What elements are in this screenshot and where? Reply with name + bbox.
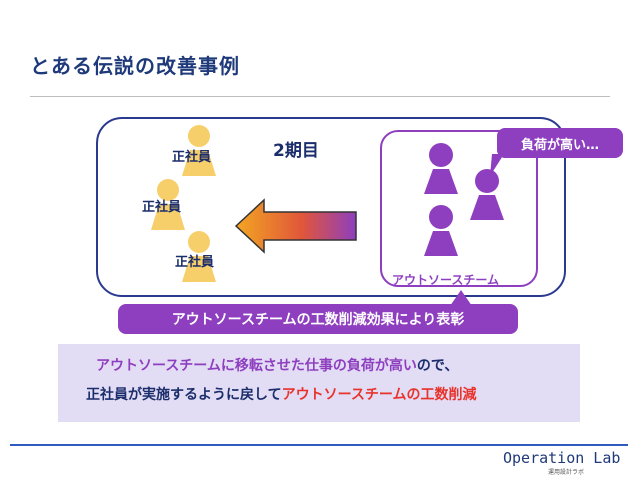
outsource-team-caption: アウトソースチーム — [392, 273, 500, 287]
summary-text: アウトソースチームに移転させた仕事の負荷が高い — [96, 358, 417, 374]
employee-label: 正社員 — [142, 200, 182, 215]
load-callout: 負荷が高い… — [497, 128, 623, 158]
summary-text: ので、 — [416, 358, 459, 374]
employee-label: 正社員 — [175, 255, 215, 270]
employee-figure — [151, 179, 185, 230]
brand-subtitle: 運用設計ラボ — [548, 469, 585, 476]
title-divider — [30, 96, 610, 97]
summary-line-2: 正社員が実施するように戻してアウトソースチームの工数削減 — [86, 384, 476, 404]
summary-line-1: アウトソースチームに移転させた仕事の負荷が高いので、 — [96, 355, 458, 375]
employee-figure — [182, 125, 216, 176]
outsource-member-figure — [424, 205, 458, 256]
summary-box — [58, 344, 580, 422]
summary-text: アウトソースチームの工数削減 — [281, 387, 477, 403]
callout-pointer — [490, 154, 504, 176]
outsource-member-figure — [424, 143, 458, 194]
return-arrow — [234, 198, 357, 254]
employee-figure — [182, 231, 216, 282]
banner-pointer — [450, 290, 472, 306]
summary-text: 正社員が実施するように戻して — [86, 387, 282, 403]
brand-logo-text: Operation Lab — [503, 449, 621, 467]
period-label: 2期目 — [273, 141, 319, 161]
scenario-frame — [96, 117, 566, 297]
page-title: とある伝説の改善事例 — [30, 54, 240, 78]
employee-label: 正社員 — [172, 150, 212, 165]
footer-divider — [10, 444, 628, 446]
outsource-member-figure — [470, 169, 504, 220]
award-banner: アウトソースチームの工数削減効果により表彰 — [118, 304, 518, 334]
